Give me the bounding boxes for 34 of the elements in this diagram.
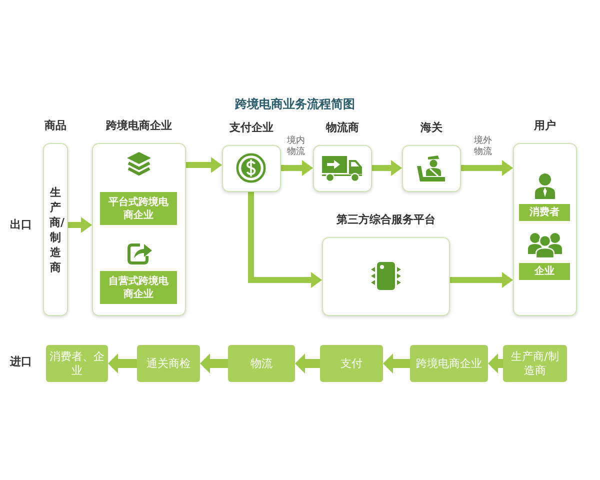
category-box: 企业 [519, 263, 570, 280]
arrow [68, 217, 92, 233]
side-label: 进口 [10, 355, 32, 369]
arrow [248, 192, 322, 288]
side-label: 出口 [10, 218, 32, 232]
arrow [281, 160, 313, 176]
process-box: 通关商检 [137, 345, 200, 382]
arrow [461, 160, 513, 176]
arrow [200, 354, 228, 374]
process-box: 物流 [228, 345, 295, 382]
arrow [295, 354, 320, 374]
arrow [383, 354, 410, 374]
column-heading: 跨境电商企业 [106, 118, 172, 134]
edge-label: 境内物流 [287, 136, 305, 158]
arrow [450, 272, 513, 288]
process-box: 消费者、企业 [46, 345, 108, 382]
column-heading: 第三方综合服务平台 [336, 212, 436, 228]
arrow [108, 354, 137, 374]
title: 跨境电商业务流程简图 [235, 96, 355, 112]
process-box: 支付 [320, 345, 383, 382]
process-box: 生产商/制造商 [503, 345, 567, 382]
column-heading: 支付企业 [230, 120, 274, 136]
category-box: 自营式跨境电商企业 [100, 271, 177, 304]
arrow [488, 354, 503, 374]
category-box: 平台式跨境电商企业 [100, 192, 177, 225]
column-heading: 物流商 [326, 120, 359, 136]
category-box: 消费者 [519, 204, 570, 221]
column-heading: 海关 [420, 120, 442, 136]
column-heading: 商品 [44, 118, 66, 134]
arrow [186, 157, 222, 173]
arrow [372, 160, 402, 176]
process-box: 跨境电商企业 [410, 345, 488, 382]
edge-label: 境外物流 [474, 136, 492, 158]
column-heading: 用户 [534, 118, 556, 134]
